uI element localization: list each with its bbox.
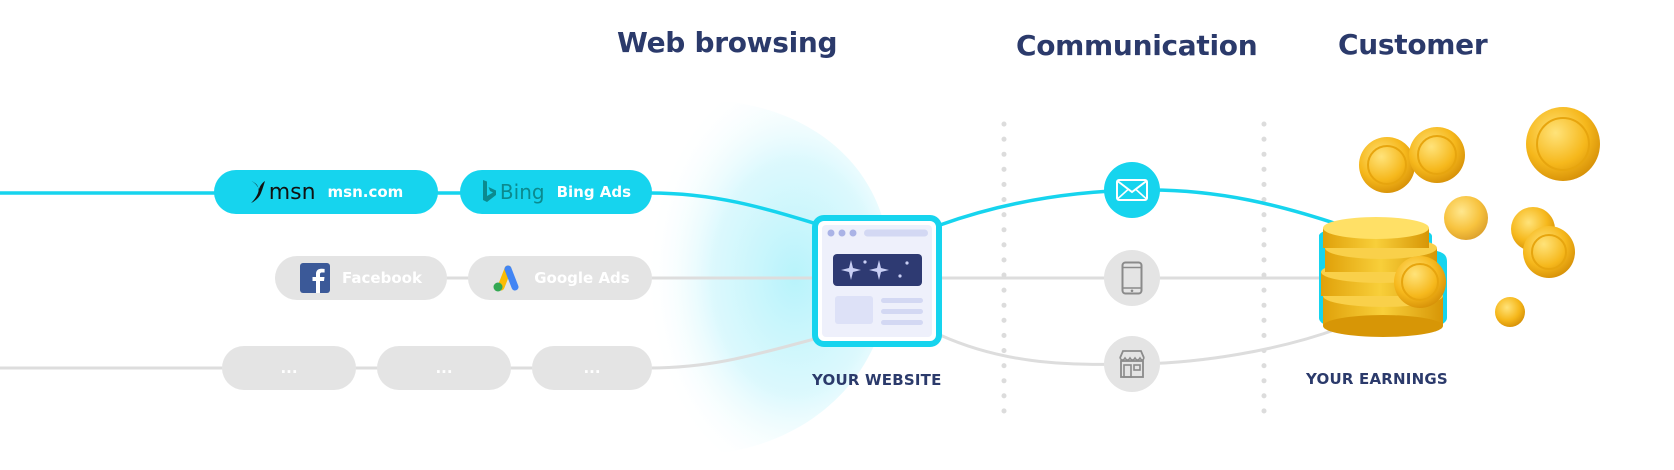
source-pill-google-ads[interactable]: Google Ads [468,256,652,300]
bing-logo: Bing [481,179,545,205]
msn-logo: msn [249,179,316,205]
source-label-more-3: ... [583,359,601,377]
msn-logo-text: msn [268,179,316,205]
source-label-msn: msn.com [327,183,404,201]
source-label-google-ads: Google Ads [534,269,630,287]
google-ads-logo [490,263,522,293]
google-ads-logo-icon [493,265,519,292]
website-caption: YOUR WEBSITE [812,371,942,389]
flow-line-row3 [0,333,831,370]
smartphone-icon [1121,261,1143,295]
flow-line-row1 [0,191,831,230]
bing-logo-text: Bing [499,180,545,204]
heading-communication: Communication [1016,29,1258,62]
channel-store[interactable] [1104,336,1160,392]
heading-customer: Customer [1338,28,1488,61]
source-pill-more-2[interactable]: ... [377,346,511,390]
channel-phone[interactable] [1104,250,1160,306]
source-label-more-1: ... [280,359,298,377]
browser-window-icon [812,215,942,347]
channel-email[interactable] [1104,162,1160,218]
source-pill-more-3[interactable]: ... [532,346,652,390]
source-pill-facebook[interactable]: Facebook [275,256,447,300]
source-label-more-2: ... [435,359,453,377]
source-pill-more-1[interactable]: ... [222,346,356,390]
source-pill-msn[interactable]: msn msn.com [214,170,438,214]
bing-logo-icon [482,180,496,202]
storefront-icon [1119,350,1145,378]
earnings-caption: YOUR EARNINGS [1306,370,1448,388]
mail-icon [1116,179,1148,201]
heading-web-browsing: Web browsing [617,26,838,59]
source-pill-bing[interactable]: Bing Bing Ads [460,170,652,214]
facebook-logo-icon [300,263,331,293]
msn-butterfly-icon [250,181,265,203]
facebook-logo [300,263,331,293]
gold-coins-icon [1319,107,1600,337]
source-label-bing: Bing Ads [556,183,632,201]
source-label-facebook: Facebook [342,269,422,287]
